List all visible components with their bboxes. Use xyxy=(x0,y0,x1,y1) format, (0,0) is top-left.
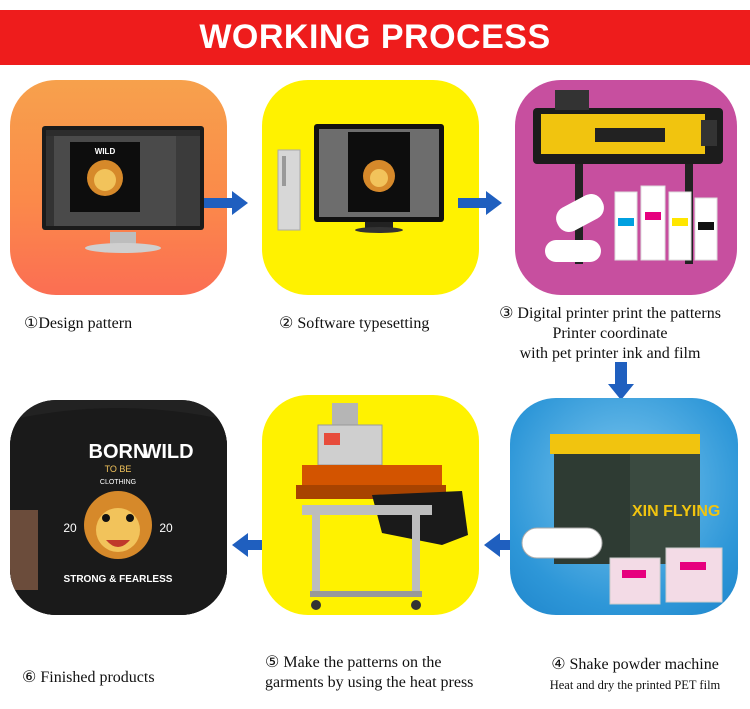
step-4-label-sub: Heat and dry the printed PET film xyxy=(549,678,721,692)
shirt-tagline: STRONG & FEARLESS xyxy=(64,574,173,585)
step-3-label-line1: ③ Digital printer print the patterns xyxy=(499,305,721,322)
step-3-label-line2: Printer coordinate xyxy=(552,325,668,342)
step-2-label: ② Software typesetting xyxy=(279,315,430,332)
step-4-label: ④ Shake powder machine Heat and dry the … xyxy=(522,655,748,695)
shirt-text-tobe: TO BE xyxy=(105,464,132,474)
shirt-year-right: 20 xyxy=(159,521,173,535)
step-5-label: ⑤ Make the patterns on the garments by u… xyxy=(265,653,473,693)
shirt-text-wild: WILD xyxy=(142,441,193,463)
step-1-image: WILD xyxy=(10,80,227,295)
step-3-image xyxy=(515,80,737,295)
step-5-label-line1: ⑤ Make the patterns on the xyxy=(265,654,442,671)
step-5-label-line2: garments by using the heat press xyxy=(265,674,474,691)
arrow-right-icon xyxy=(458,191,502,215)
step-6-image: BORN TO BE WILD CLOTHING 20 20 STRONG & … xyxy=(10,400,227,615)
step-4-label-line1: ④ Shake powder machine xyxy=(551,656,719,673)
page-title: WORKING PROCESS xyxy=(199,18,551,56)
arrow-down-icon xyxy=(608,362,634,400)
arrow-right-icon xyxy=(204,191,248,215)
step-2-image xyxy=(262,80,479,295)
step-1-label: ①Design pattern xyxy=(24,315,133,332)
arrow-left-icon xyxy=(232,533,276,557)
step-5-image xyxy=(262,395,479,615)
shirt-year-left: 20 xyxy=(63,521,77,535)
step-6-label: ⑥ Finished products xyxy=(22,669,155,686)
shirt-text-born: BORN xyxy=(89,441,148,463)
step-3-label: ③ Digital printer print the patterns Pri… xyxy=(470,304,750,364)
step-4-image: XIN FLYING xyxy=(510,398,738,615)
machine-brand: XIN FLYING xyxy=(632,503,720,520)
header-banner: WORKING PROCESS xyxy=(0,10,750,65)
step-3-label-line3: with pet printer ink and film xyxy=(519,345,701,362)
arrow-left-icon xyxy=(484,533,528,557)
design-text: WILD xyxy=(95,147,116,156)
shirt-text-sub: CLOTHING xyxy=(100,479,136,486)
